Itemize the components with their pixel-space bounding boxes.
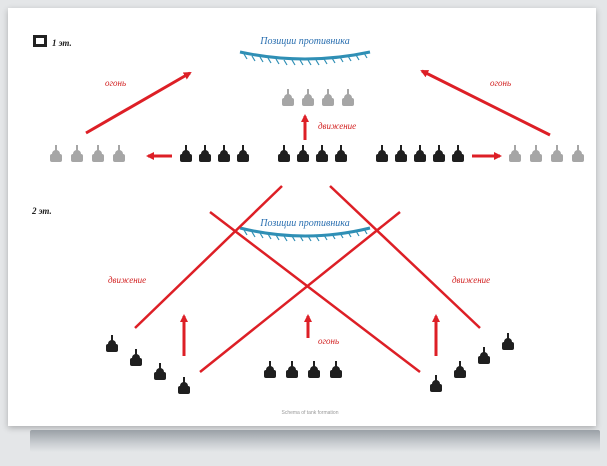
crossing-movement-lines <box>134 185 481 373</box>
left-flank-tank-group <box>50 145 125 162</box>
step1-enemy-label: Позиции противника <box>259 36 349 47</box>
tank-icon <box>286 361 298 378</box>
diagram-sheet <box>8 8 596 426</box>
advanced-tank-group <box>282 89 354 106</box>
step2-marker-label: 2 эт. <box>31 206 52 216</box>
right-fire-arrow <box>420 69 551 137</box>
tank-icon <box>454 361 466 378</box>
tank-icon <box>154 363 166 380</box>
tank-icon <box>322 89 334 106</box>
tank-icon <box>572 145 584 162</box>
tank-icon <box>509 145 521 162</box>
tank-icon <box>50 145 62 162</box>
tank-icon <box>342 89 354 106</box>
center-tank-group <box>264 361 342 378</box>
step2-enemy-label: Позиции противника <box>259 218 349 229</box>
tank-icon <box>478 347 490 364</box>
tank-icon <box>113 145 125 162</box>
step1-left-arrow-label: огонь <box>105 78 126 88</box>
enemy-position-arc-icon <box>239 226 371 242</box>
diagram-caption: Schema of tank formation <box>282 410 339 416</box>
tank-icon <box>330 361 342 378</box>
tank-icon <box>414 145 426 162</box>
enemy-position-arc-icon <box>239 50 371 66</box>
tank-icon <box>199 145 211 162</box>
left-fire-arrow <box>85 71 192 135</box>
step1-right-arrow-label: огонь <box>490 78 511 88</box>
step1-marker-label: 1 эт. <box>52 38 72 48</box>
tank-icon <box>530 145 542 162</box>
step1-center-arrow-label: движение <box>318 121 356 131</box>
right-flank-tank-group <box>509 145 584 162</box>
right-echelon-tanks <box>430 333 514 392</box>
tank-icon <box>502 333 514 350</box>
step2-center-arrow-label: огонь <box>318 336 339 346</box>
tank-icon <box>264 361 276 378</box>
tank-icon <box>130 349 142 366</box>
tank-icon <box>278 145 290 162</box>
tank-icon <box>180 145 192 162</box>
tank-icon <box>178 377 190 394</box>
tank-icon <box>71 145 83 162</box>
tank-icon <box>430 375 442 392</box>
main-tank-line <box>180 145 464 162</box>
tank-icon <box>433 145 445 162</box>
tank-icon <box>237 145 249 162</box>
tank-icon <box>452 145 464 162</box>
tank-icon <box>302 89 314 106</box>
tank-icon <box>551 145 563 162</box>
step2-right-arrow-label: движение <box>452 275 490 285</box>
tank-icon <box>92 145 104 162</box>
tank-icon <box>106 335 118 352</box>
tank-icon <box>308 361 320 378</box>
tank-icon <box>297 145 309 162</box>
bottom-shadow-bar <box>30 430 600 452</box>
step2-section: 2 эт. Позиции противника движение движен… <box>31 185 514 416</box>
tank-icon <box>395 145 407 162</box>
left-echelon-tanks <box>106 335 190 394</box>
tank-icon <box>376 145 388 162</box>
step2-left-arrow-label: движение <box>108 275 146 285</box>
tank-icon <box>316 145 328 162</box>
tank-icon <box>282 89 294 106</box>
tank-icon <box>335 145 347 162</box>
step1-section: 1 эт. Позиции противника огонь огонь дви… <box>33 35 584 162</box>
tank-icon <box>218 145 230 162</box>
